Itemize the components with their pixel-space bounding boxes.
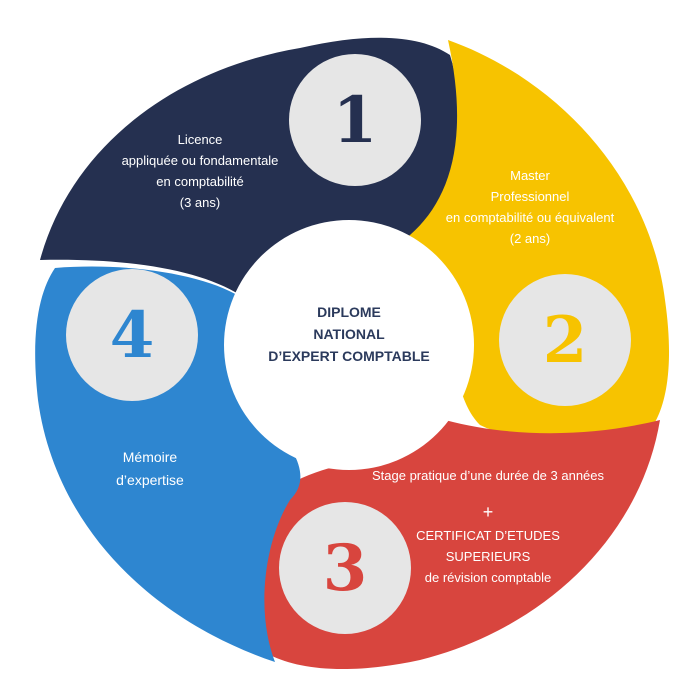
step-4-circle [66, 269, 198, 401]
center-disc [224, 220, 474, 470]
step-3-plus: + [483, 502, 494, 522]
step-2-line-4: (2 ans) [510, 231, 550, 246]
center-title-line-3: D’EXPERT COMPTABLE [268, 348, 430, 364]
step-3-intro: Stage pratique d’une durée de 3 années [372, 468, 605, 483]
step-1-line-2: appliquée ou fondamentale [122, 153, 279, 168]
step-4-line-2: d’expertise [116, 472, 184, 488]
step-2-line-2: Professionnel [491, 189, 570, 204]
step-3-line-3: de révision comptable [425, 570, 551, 585]
center-title-line-1: DIPLOME [317, 304, 381, 320]
step-2-number: 2 [543, 303, 588, 378]
step-2-line-3: en comptabilité ou équivalent [446, 210, 615, 225]
step-3-number: 3 [323, 531, 368, 606]
step-2-circle [499, 274, 631, 406]
step-3-circle [279, 502, 411, 634]
center-title-line-2: NATIONAL [313, 326, 385, 342]
step-1-line-3: en comptabilité [156, 174, 243, 189]
step-2-line-1: Master [510, 168, 550, 183]
step-3-line-1: CERTIFICAT D’ETUDES [416, 528, 560, 543]
step-4-number: 4 [110, 298, 155, 373]
step-3-line-2: SUPERIEURS [446, 549, 531, 564]
step-4-line-1: Mémoire [123, 449, 178, 465]
step-1-number: 1 [333, 83, 378, 158]
step-1-line-4: (3 ans) [180, 195, 220, 210]
step-1-line-1: Licence [178, 132, 223, 147]
step-1-circle [289, 54, 421, 186]
